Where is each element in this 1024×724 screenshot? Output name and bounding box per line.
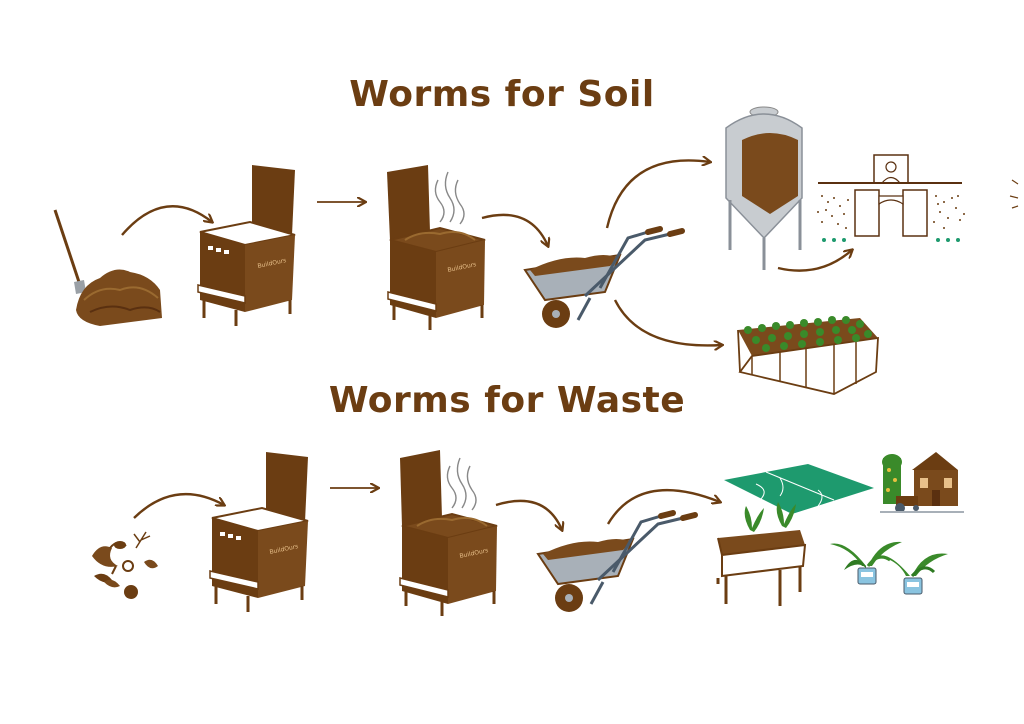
food-scraps-icon [92,531,158,599]
partial-icon [1009,179,1019,209]
planted-bed-icon [737,316,879,395]
arrow-scraps-to-bin [133,493,224,519]
arrow-to-silo [605,160,710,229]
arrow-bin-to-wheelbarrow [481,213,548,246]
arrow-manure-to-bin [121,205,212,236]
silo-icon [725,106,803,270]
worm-bin-icon: BuildOurs [197,165,296,326]
arrow-to-raised-bed [613,299,722,345]
title-worms-for-waste: Worms for Waste [328,380,686,421]
wheelbarrow-icon [523,226,685,328]
spray-particles [817,195,965,229]
farm-house-icon [880,452,964,513]
arrow-to-outputs [606,489,720,525]
potted-plants-icon [830,541,948,595]
composting-bin-icon: BuildOurs [399,450,498,616]
arrow-bin-to-wheelbarrow [495,499,562,530]
wheelbarrow-icon [536,510,698,612]
sports-field-icon [724,464,874,514]
raised-planter-icon [716,502,807,606]
worm-bin-icon: BuildOurs [209,452,309,612]
manure-pile-icon [53,209,162,326]
arrow-silo-to-spreader [777,250,852,272]
tractor-spreader-icon [817,154,965,242]
composting-bin-icon: BuildOurs [387,165,486,330]
title-worms-for-soil: Worms for Soil [349,74,655,115]
